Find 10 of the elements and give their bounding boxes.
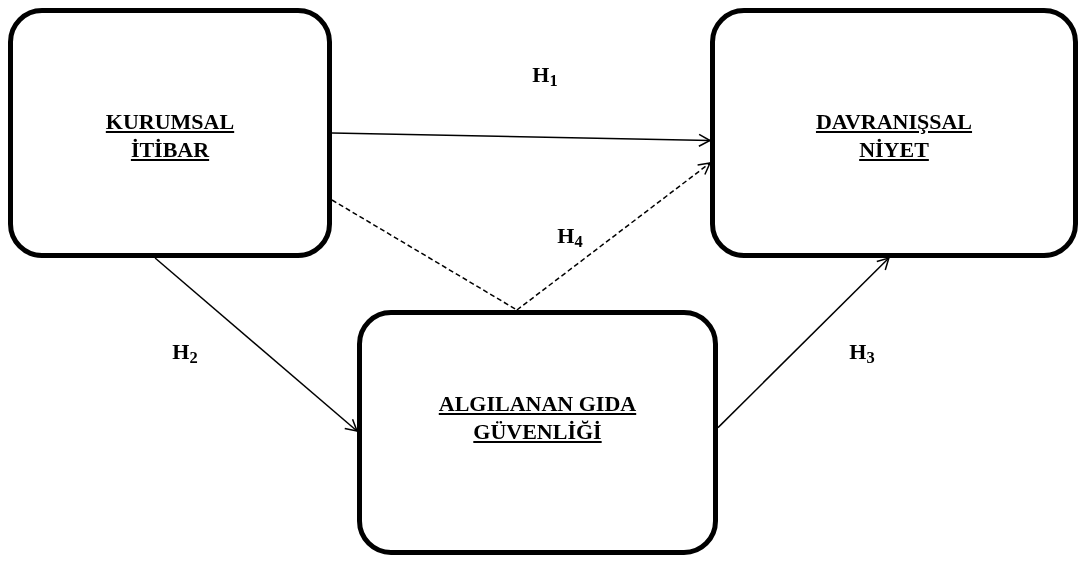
node-label: ALGILANAN GIDA GÜVENLİĞİ xyxy=(437,390,638,446)
arrow xyxy=(717,257,890,429)
dashed-arrow xyxy=(516,162,711,311)
node-label: DAVRANIŞSAL NİYET xyxy=(814,108,974,164)
rounded-box xyxy=(357,310,718,555)
arrow xyxy=(154,257,358,432)
rounded-box xyxy=(8,8,332,258)
arrow xyxy=(331,132,711,148)
node-label: KURUMSAL İTİBAR xyxy=(104,108,236,164)
rounded-box xyxy=(710,8,1078,258)
